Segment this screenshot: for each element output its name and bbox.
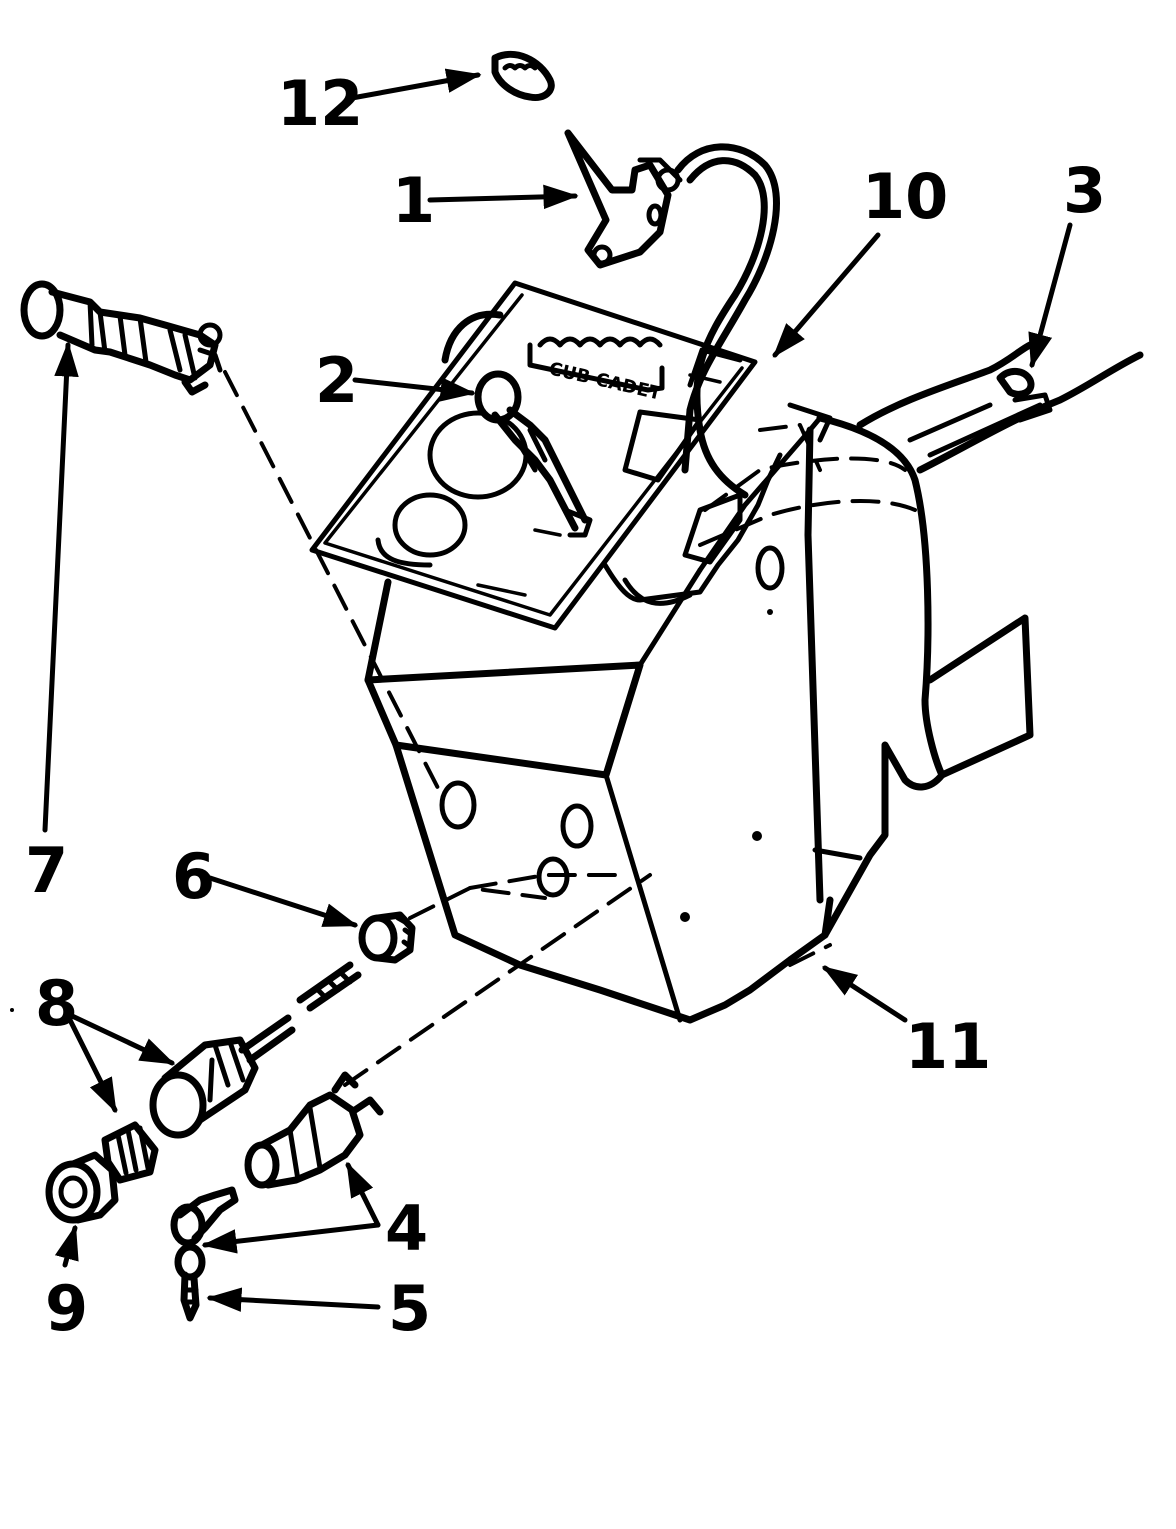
callout-8: 8 (35, 967, 78, 1040)
light-switch-assembly-icon (105, 965, 358, 1180)
callout-9: 9 (45, 1272, 88, 1345)
light-switch-knob-icon (49, 1155, 115, 1220)
callout-3: 3 (1063, 154, 1106, 227)
panel-badge-text: CUB CADET (547, 358, 664, 404)
callout-1: 1 (392, 164, 435, 237)
callout-labels: 12 1 10 3 2 7 6 8 11 4 9 5 (25, 67, 1106, 1345)
knob-cap-icon (495, 54, 551, 97)
assembly-lines (225, 372, 830, 1085)
stray-mark (10, 1008, 14, 1012)
throttle-lever-icon (568, 133, 776, 495)
callout-2: 2 (315, 344, 358, 417)
ignition-switch-icon (248, 1075, 380, 1185)
shift-knob-icon (478, 374, 590, 535)
plug-button-icon (362, 915, 412, 960)
callout-12: 12 (277, 67, 363, 140)
callout-10: 10 (862, 160, 948, 233)
callout-4: 4 (385, 1192, 428, 1265)
callout-6: 6 (172, 840, 215, 913)
choke-control-icon (24, 284, 220, 392)
wing-nut-icon (860, 345, 1140, 470)
callout-7: 7 (25, 834, 68, 907)
callout-11: 11 (905, 1010, 991, 1083)
callout-5: 5 (388, 1272, 431, 1345)
